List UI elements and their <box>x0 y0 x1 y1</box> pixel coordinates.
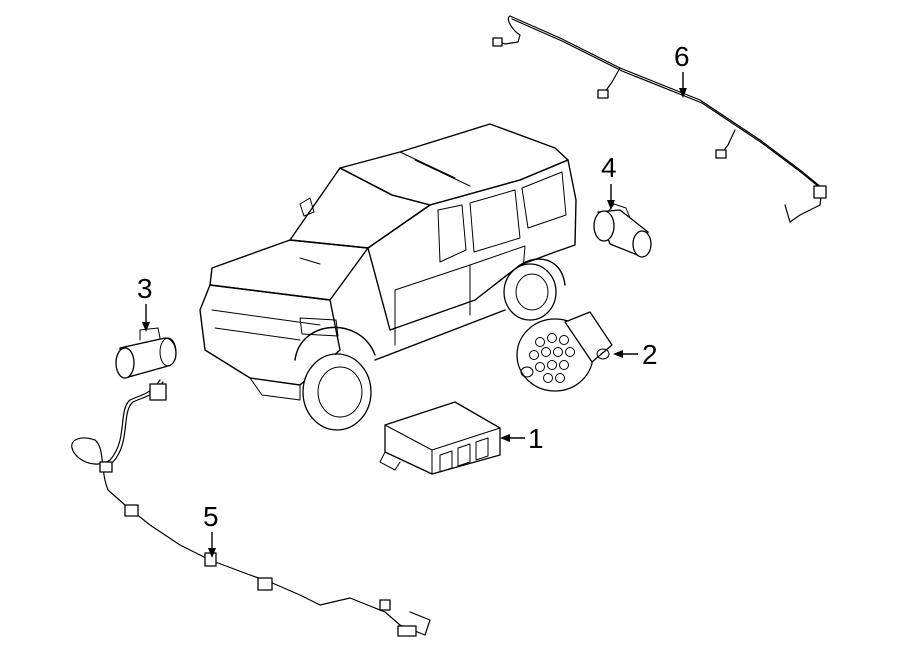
callout-5: 5 <box>203 501 219 558</box>
callout-1-label: 1 <box>528 423 544 454</box>
rear-sensor-part <box>593 203 652 258</box>
callout-6: 6 <box>674 41 690 98</box>
rear-wiring-harness-part <box>492 15 827 223</box>
callout-4-label: 4 <box>601 152 617 183</box>
front-wiring-harness-part <box>71 379 431 637</box>
callout-1: 1 <box>500 423 544 454</box>
callout-6-label: 6 <box>674 41 690 72</box>
sounder-holes <box>529 333 575 383</box>
control-module-part <box>379 401 501 475</box>
callout-2-label: 2 <box>642 339 658 370</box>
callout-5-label: 5 <box>203 501 219 532</box>
callout-3-label: 3 <box>137 273 153 304</box>
front-sensor-part <box>115 327 177 379</box>
sounder-part <box>516 311 613 392</box>
callout-3: 3 <box>137 273 153 332</box>
callout-4: 4 <box>601 152 617 210</box>
callout-2: 2 <box>613 339 658 370</box>
vehicle-illustration <box>199 123 577 431</box>
